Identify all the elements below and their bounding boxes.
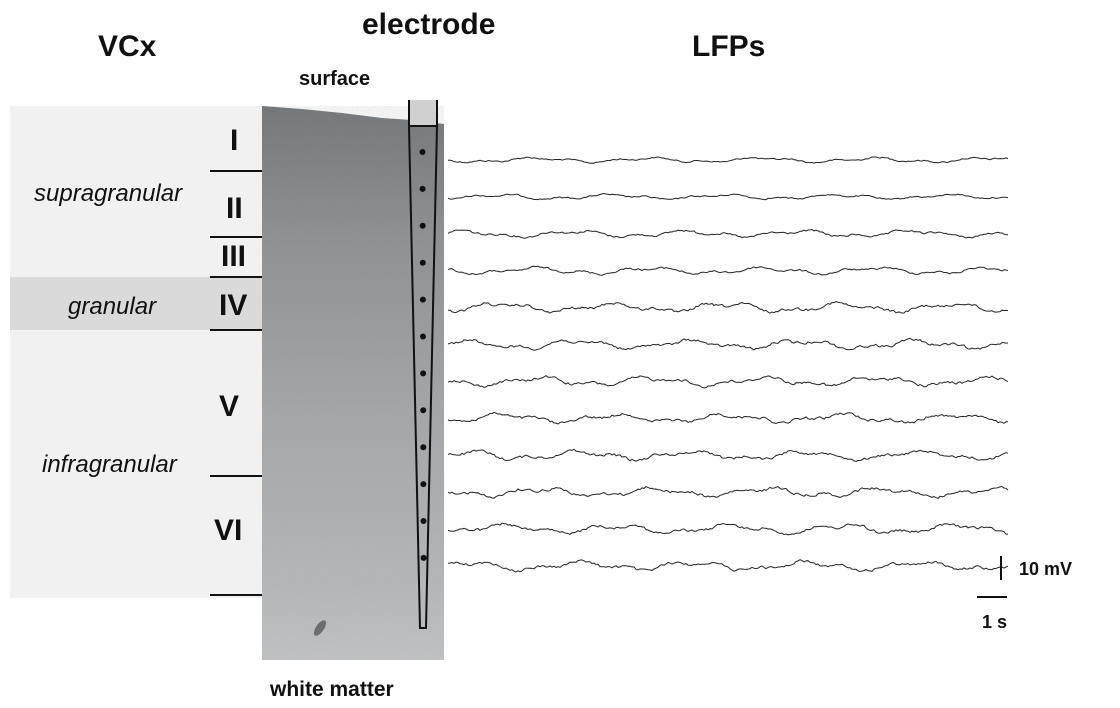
lfp-trace bbox=[448, 448, 1009, 463]
electrode-contact bbox=[420, 370, 427, 377]
layer-label-iv: IV bbox=[219, 289, 248, 322]
vcx-title: VCx bbox=[98, 30, 157, 63]
time-scale-label: 1 s bbox=[982, 612, 1008, 632]
layer-boundary-line bbox=[210, 594, 262, 596]
supragranular-label: supragranular bbox=[34, 180, 183, 207]
infragranular-label: infragranular bbox=[42, 451, 177, 478]
lfp-trace bbox=[448, 485, 1009, 499]
layer-boundary-line bbox=[210, 236, 262, 238]
granular-band bbox=[10, 277, 262, 330]
electrode-title: electrode bbox=[362, 8, 496, 41]
layer-label-iii: III bbox=[221, 240, 247, 273]
white-matter-label: white matter bbox=[270, 678, 394, 701]
electrode-contact bbox=[419, 259, 426, 266]
electrode-contact bbox=[420, 554, 427, 561]
layer-boundary-line bbox=[210, 276, 262, 278]
lfp-trace bbox=[448, 411, 1009, 425]
electrode-contact bbox=[420, 444, 427, 451]
lfp-trace bbox=[448, 374, 1009, 389]
lfp-trace bbox=[448, 265, 1009, 276]
electrode-contact bbox=[419, 296, 426, 303]
granular-label: granular bbox=[68, 293, 157, 320]
lfp-trace bbox=[448, 337, 1009, 351]
lfp-trace bbox=[448, 559, 1009, 573]
layer-label-i: I bbox=[230, 124, 239, 157]
voltage-scale-label: 10 mV bbox=[1019, 559, 1073, 579]
layer-boundary-line bbox=[210, 475, 262, 477]
lfp-traces bbox=[448, 156, 1009, 573]
layer-label-ii: II bbox=[226, 192, 243, 225]
lfp-trace bbox=[448, 156, 1009, 164]
electrode-contact bbox=[420, 481, 427, 488]
layer-label-vi: VI bbox=[214, 514, 243, 547]
layer-boundary-line bbox=[210, 170, 262, 172]
layer-label-v: V bbox=[219, 390, 240, 423]
electrode-contact bbox=[420, 518, 427, 524]
electrode-contact bbox=[419, 149, 426, 155]
lfp-trace bbox=[448, 228, 1009, 239]
lfp-trace bbox=[448, 522, 1009, 536]
lfp-trace bbox=[448, 301, 1009, 314]
cortex-panel bbox=[10, 106, 262, 598]
cortex-slice-image bbox=[262, 100, 444, 660]
electrode-contacts bbox=[419, 149, 427, 561]
lfps-title: LFPs bbox=[692, 30, 766, 63]
electrode-contact bbox=[419, 185, 426, 192]
electrode-contact bbox=[419, 222, 426, 229]
surface-label: surface bbox=[299, 68, 371, 90]
scale-bars bbox=[977, 556, 1007, 598]
layer-boundary-line bbox=[210, 329, 262, 331]
electrode-contact bbox=[420, 407, 427, 414]
electrode-contact bbox=[420, 333, 426, 340]
lfp-trace bbox=[448, 192, 1009, 201]
